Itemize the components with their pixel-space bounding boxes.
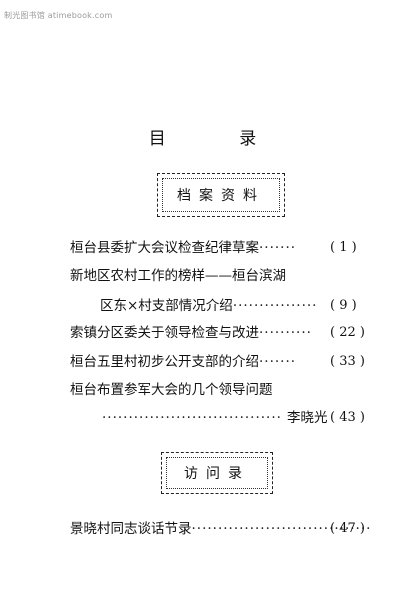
dot-leader: ·········· <box>259 325 312 341</box>
toc-entry[interactable]: 索镇分区委关于领导检查与改进·········· <box>70 324 312 342</box>
page-title: 目 录 <box>148 129 291 149</box>
toc-entry-title-line2: 区东×村支部情况介绍 <box>100 298 233 314</box>
dot-leader: ················ <box>232 298 318 314</box>
dot-leader: ······· <box>259 240 297 256</box>
toc-entry-title: 景晓村同志谈话节录 <box>70 521 192 537</box>
toc-page-number: ( 9 ) <box>330 298 357 313</box>
toc-page-number: ( 22 ) <box>330 325 365 340</box>
section-label-archives: 档案资料 <box>162 178 280 212</box>
toc-page-number: ( 47 ) <box>330 521 365 536</box>
toc-entry[interactable]: 景晓村同志谈话节录·······························… <box>70 520 371 538</box>
toc-entry[interactable]: 新地区农村工作的榜样——桓台滨湖 <box>70 267 286 285</box>
dot-leader: ·································· <box>191 521 372 537</box>
dot-leader: ·································· <box>102 410 282 426</box>
toc-entry-title: 桓台五里村初步公开支部的介绍 <box>70 354 259 370</box>
toc-entry-title: 索镇分区委关于领导检查与改进 <box>70 325 259 341</box>
toc-entry-title-line1: 桓台布置参军大会的几个领导问题 <box>70 382 273 398</box>
toc-entry[interactable]: 桓台布置参军大会的几个领导问题 <box>70 381 273 399</box>
section-box-archives: 档案资料 <box>157 173 285 217</box>
toc-author: 李晓光 <box>287 410 328 426</box>
section-label-interviews: 访问录 <box>166 457 268 489</box>
toc-entry[interactable]: 桓台五里村初步公开支部的介绍······· <box>70 353 296 371</box>
section-box-interviews: 访问录 <box>161 452 273 494</box>
toc-entry[interactable]: ·································· <box>102 409 282 427</box>
watermark: 制光图书馆 atimebook.com <box>4 11 113 20</box>
toc-entry[interactable]: 区东×村支部情况介绍················ <box>100 297 317 315</box>
dot-leader: ······· <box>259 354 297 370</box>
toc-entry-title: 桓台县委扩大会议检查纪律草案 <box>70 240 259 256</box>
toc-page-number: ( 43 ) <box>330 410 365 425</box>
toc-page-number: ( 33 ) <box>330 354 365 369</box>
toc-entry-title-line1: 新地区农村工作的榜样——桓台滨湖 <box>70 268 286 284</box>
toc-entry[interactable]: 桓台县委扩大会议检查纪律草案······· <box>70 239 296 257</box>
toc-page-number: ( 1 ) <box>330 240 357 255</box>
